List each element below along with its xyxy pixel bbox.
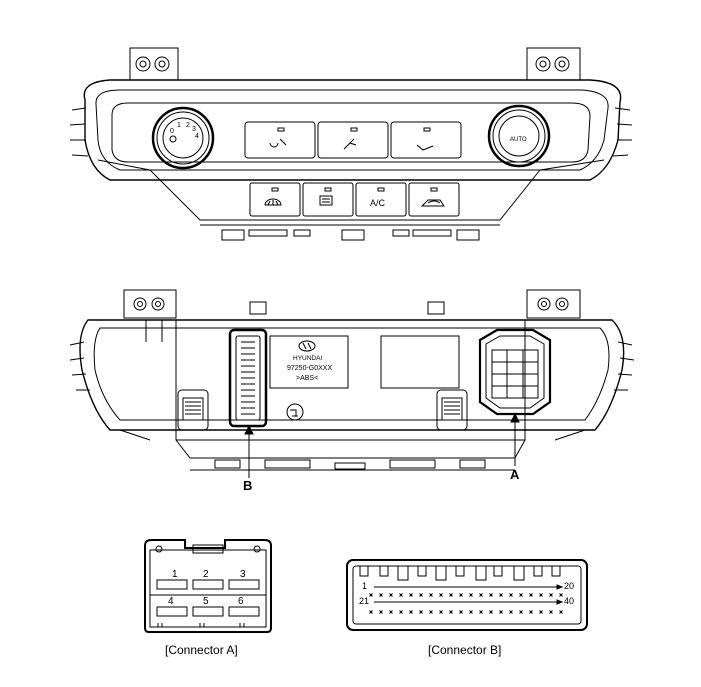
- knob-left-number: 4: [195, 133, 199, 140]
- connector-b-pin: [419, 610, 423, 614]
- connector-b-pin: [399, 593, 403, 597]
- connector-b-pin: [469, 610, 473, 614]
- connector-b-pin: [459, 593, 463, 597]
- connector-a-pin: 6: [238, 596, 244, 607]
- connector-b-pin: [519, 610, 523, 614]
- connector-a: 1 2 3 4 5 6: [144, 539, 272, 633]
- ac-button-label: A/C: [370, 198, 386, 208]
- connector-b-pin-grid: [369, 593, 563, 614]
- connector-b-pin: [429, 593, 433, 597]
- front-defrost-icon: [264, 198, 282, 206]
- connector-a-caption: [Connector A]: [165, 643, 238, 657]
- connector-a-pin: 2: [203, 569, 209, 580]
- connector-b-pin: [419, 593, 423, 597]
- connector-b-pin-label: 21: [359, 596, 369, 606]
- connector-b-pin: [379, 610, 383, 614]
- recirculation-icon: [420, 199, 445, 207]
- connector-b: 1 20 21 40: [346, 559, 588, 631]
- connector-b-pin: [399, 610, 403, 614]
- connector-b-pin: [409, 610, 413, 614]
- connector-b-pin: [549, 610, 553, 614]
- connector-b-pin: [439, 593, 443, 597]
- recycle-mark-icon: [286, 403, 304, 421]
- face-vent-icon: [343, 138, 357, 150]
- callout-b-label: B: [243, 478, 253, 493]
- connector-b-pin: [509, 593, 513, 597]
- connector-b-pin: [369, 593, 373, 597]
- connector-b-pin: [559, 610, 563, 614]
- connector-b-pin: [449, 610, 453, 614]
- rear-defrost-icon: [319, 195, 333, 206]
- connector-b-pin: [519, 593, 523, 597]
- connector-b-pin: [499, 593, 503, 597]
- connector-b-pin: [489, 610, 493, 614]
- knob-left-number: 3: [192, 126, 196, 133]
- connector-b-pin-label: 1: [362, 581, 367, 591]
- material-text: >ABS<: [296, 375, 318, 382]
- connector-b-pin: [449, 593, 453, 597]
- knob-left-number: 0: [170, 128, 174, 135]
- connector-b-pin-label: 20: [564, 581, 574, 591]
- knob-right-label: AUTO: [510, 137, 527, 143]
- connector-b-pin: [379, 593, 383, 597]
- connector-b-pin: [489, 593, 493, 597]
- connector-b-pin: [389, 610, 393, 614]
- connector-b-pin-label: 40: [564, 596, 574, 606]
- knob-left-number: 1: [177, 122, 181, 129]
- connector-b-pin: [509, 610, 513, 614]
- connector-b-pin: [529, 610, 533, 614]
- floor-vent-icon: [416, 144, 434, 151]
- connector-b-pin: [369, 610, 373, 614]
- connector-b-pin: [479, 593, 483, 597]
- connector-b-pin: [389, 593, 393, 597]
- connector-b-pin: [479, 610, 483, 614]
- connector-b-pin: [409, 593, 413, 597]
- connector-b-caption: [Connector B]: [428, 643, 502, 657]
- connector-b-pin: [469, 593, 473, 597]
- connector-a-pin: 4: [168, 596, 174, 607]
- rear-panel: HYUNDAI 97250-G0XXX >ABS<: [69, 289, 635, 471]
- face-defrost-icon: [269, 138, 287, 148]
- connector-b-pin: [429, 610, 433, 614]
- fan-icon: [169, 135, 177, 143]
- callout-b-leader: [244, 424, 254, 478]
- connector-a-pin: 5: [203, 596, 209, 607]
- connector-b-pin: [499, 610, 503, 614]
- connector-b-pin: [529, 593, 533, 597]
- connector-a-pin: 3: [240, 569, 246, 580]
- connector-b-pin: [439, 610, 443, 614]
- connector-b-pin: [459, 610, 463, 614]
- connector-b-pin: [539, 593, 543, 597]
- connector-b-pin: [559, 593, 563, 597]
- callout-a-leader: [510, 412, 520, 466]
- callout-a-label: A: [510, 467, 520, 482]
- connector-a-pin: 1: [172, 569, 178, 580]
- connector-b-pin: [549, 593, 553, 597]
- knob-left-number: 2: [186, 122, 190, 129]
- front-panel: 0 1 2 3 4 AUTO A/C: [69, 47, 633, 241]
- brand-text: HYUNDAI: [293, 355, 322, 362]
- part-number-text: 97250-G0XXX: [287, 365, 332, 372]
- hyundai-logo: [298, 340, 316, 352]
- connector-b-pin: [539, 610, 543, 614]
